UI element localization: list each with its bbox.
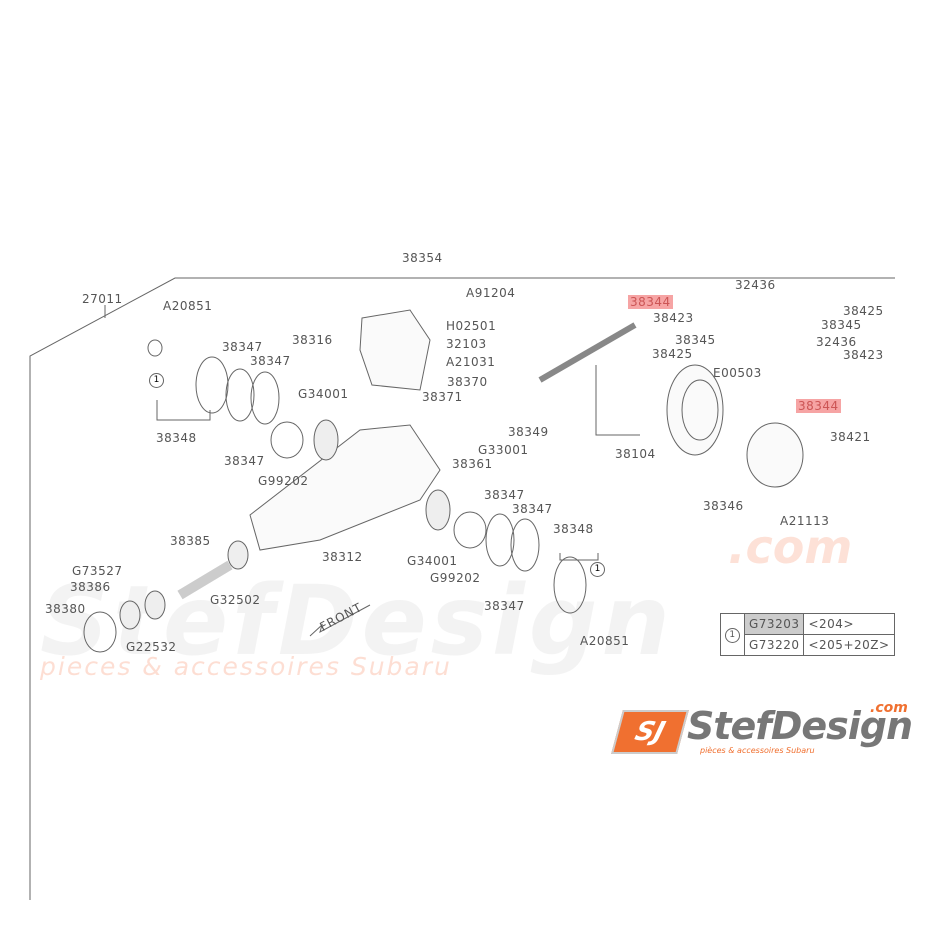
part-label[interactable]: 38316 [292, 333, 333, 347]
part-label[interactable]: 27011 [82, 292, 123, 306]
part-label[interactable]: E00503 [713, 366, 762, 380]
part-label[interactable]: 38347 [222, 340, 263, 354]
part-label[interactable]: 38380 [45, 602, 86, 616]
watermark-domain: .com [728, 520, 853, 574]
part-label[interactable]: 38347 [224, 454, 265, 468]
part-label[interactable]: 38385 [170, 534, 211, 548]
part-label[interactable]: 32436 [735, 278, 776, 292]
marker-1: 1 [725, 628, 740, 643]
diff-case [746, 422, 804, 488]
part-label[interactable]: 38423 [843, 348, 884, 362]
part-label[interactable]: A20851 [163, 299, 213, 313]
part-label[interactable]: 32103 [446, 337, 487, 351]
watermark-tagline: pieces & accessoires Subaru [40, 652, 452, 681]
drive-pinion [538, 322, 637, 383]
reference-spec: <205+20Z> [803, 634, 895, 656]
part-label[interactable]: 38347 [250, 354, 291, 368]
part-label[interactable]: A91204 [466, 286, 516, 300]
part-label[interactable]: G22532 [126, 640, 177, 654]
rear-cover [359, 309, 431, 391]
part-label-highlighted[interactable]: 38344 [628, 295, 673, 309]
part-label[interactable]: 38361 [452, 457, 493, 471]
part-label[interactable]: 38349 [508, 425, 549, 439]
marker-1: 1 [149, 373, 164, 388]
part-label[interactable]: 38370 [447, 375, 488, 389]
part-label[interactable]: 38348 [156, 431, 197, 445]
part-label[interactable]: 38347 [484, 599, 525, 613]
part-label[interactable]: H02501 [446, 319, 497, 333]
logo-domain: .com [870, 700, 908, 716]
part-label[interactable]: G34001 [298, 387, 349, 401]
reference-part[interactable]: G73203 [743, 613, 805, 635]
part-label[interactable]: 38312 [322, 550, 363, 564]
part-label[interactable]: 38345 [821, 318, 862, 332]
part-label[interactable]: 38348 [553, 522, 594, 536]
part-label[interactable]: 38345 [675, 333, 716, 347]
reference-spec: <204> [803, 613, 895, 635]
part-label[interactable]: 38423 [653, 311, 694, 325]
differential-housing [249, 424, 441, 551]
logo-name: StefDesign [687, 704, 913, 748]
logo-mark: SJ [611, 710, 689, 754]
part-label[interactable]: A20851 [580, 634, 630, 648]
reference-table: 1 G73203 <204> G73220 <205+20Z> [720, 613, 895, 656]
part-label[interactable]: G33001 [478, 443, 529, 457]
part-label[interactable]: A21113 [780, 514, 830, 528]
watermark-brand: StefDesign [40, 565, 674, 677]
part-label[interactable]: 38354 [402, 251, 443, 265]
part-label[interactable]: A21031 [446, 355, 496, 369]
part-label[interactable]: G32502 [210, 593, 261, 607]
reference-part[interactable]: G73220 [743, 634, 805, 656]
part-label[interactable]: G34001 [407, 554, 458, 568]
part-label[interactable]: 38386 [70, 580, 111, 594]
marker-1: 1 [590, 562, 605, 577]
part-label[interactable]: 32436 [816, 335, 857, 349]
front-arrow [309, 604, 371, 637]
part-label[interactable]: 38421 [830, 430, 871, 444]
reference-marker-cell: 1 [720, 613, 745, 656]
frame-line [29, 277, 895, 900]
part-label[interactable]: 38104 [615, 447, 656, 461]
part-label[interactable]: 38425 [843, 304, 884, 318]
part-label-highlighted[interactable]: 38344 [796, 399, 841, 413]
ring-gear [666, 364, 724, 456]
logo-tagline: pièces & accessoires Subaru [700, 746, 815, 755]
part-label[interactable]: 38347 [484, 488, 525, 502]
part-label[interactable]: 38347 [512, 502, 553, 516]
part-label[interactable]: 38371 [422, 390, 463, 404]
part-label[interactable]: G73527 [72, 564, 123, 578]
part-label[interactable]: 38346 [703, 499, 744, 513]
part-label[interactable]: G99202 [430, 571, 481, 585]
stefdesign-logo: SJ StefDesign .com pièces & accessoires … [611, 700, 922, 760]
part-label[interactable]: 38425 [652, 347, 693, 361]
part-label[interactable]: G99202 [258, 474, 309, 488]
